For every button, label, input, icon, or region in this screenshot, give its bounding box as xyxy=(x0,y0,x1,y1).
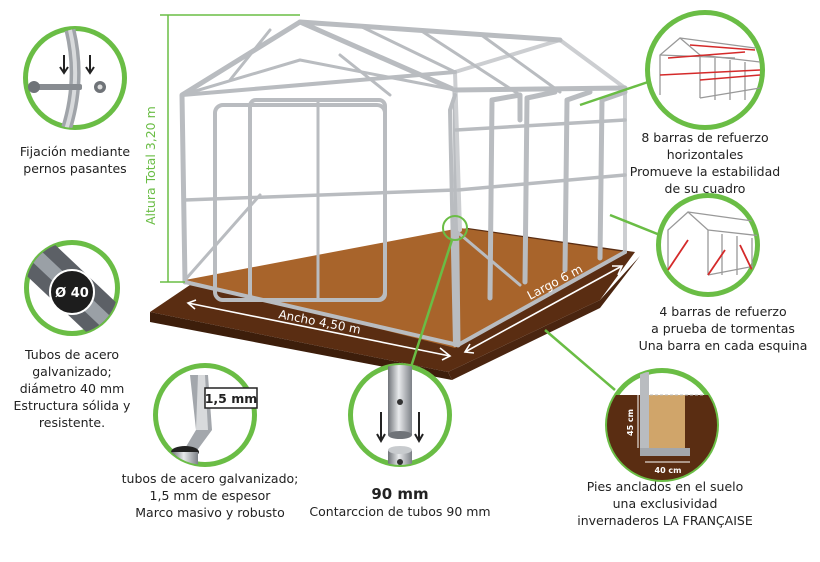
caption-tube90: 90 mm Contarccion de tubos 90 mm xyxy=(295,486,505,520)
height-label: Altura Total 3,20 m xyxy=(143,106,158,225)
caption-horizontal-bars: 8 barras de refuerzo horizontales Promue… xyxy=(629,130,781,196)
arrow-down-icon xyxy=(59,55,95,75)
tube90-title: 90 mm xyxy=(371,485,429,503)
diameter-badge: Ø 40 xyxy=(55,286,89,301)
caption-bolts: Fijación mediante pernos pasantes xyxy=(19,144,131,176)
height-dimension xyxy=(160,14,300,283)
callout-tube40: Ø 40 xyxy=(24,240,120,336)
greenhouse-frame xyxy=(179,19,628,348)
anchor-depth-label: 45 cm xyxy=(626,409,635,436)
arrow-down-icon xyxy=(376,412,424,444)
width-dimension xyxy=(186,299,452,361)
anchor-width-label: 40 cm xyxy=(655,466,682,475)
callout-tube90 xyxy=(348,363,452,467)
callout-leaders xyxy=(408,80,661,391)
length-dimension xyxy=(463,265,624,354)
thickness-badge: 1,5 mm xyxy=(205,391,258,406)
caption-storm-bars: 4 barras de refuerzo a prueba de torment… xyxy=(638,304,808,353)
callout-storm-bars xyxy=(656,193,760,297)
callout-wall: 1,5 mm xyxy=(153,363,258,467)
caption-tube40: Tubos de acero galvanizado; diámetro 40 … xyxy=(13,347,131,430)
bolt-icon xyxy=(28,81,106,93)
caption-wall: tubos de acero galvanizado; 1,5 mm de es… xyxy=(121,471,299,520)
greenhouse-floor xyxy=(185,228,625,348)
callout-bolts xyxy=(23,26,127,130)
callout-anchor: 45 cm 40 cm xyxy=(605,368,719,482)
caption-anchor: Pies anclados en el suelo una exclusivid… xyxy=(577,479,753,528)
callout-horizontal-bars xyxy=(645,10,765,130)
